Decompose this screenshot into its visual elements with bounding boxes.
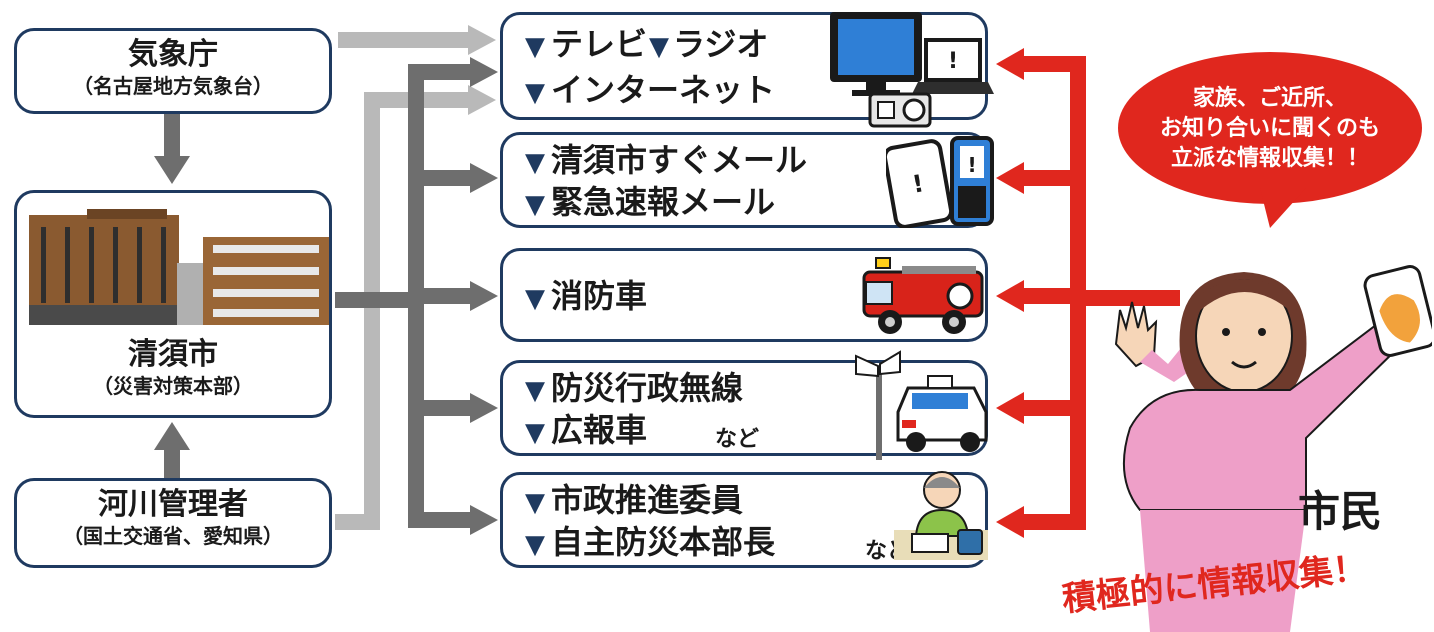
arrowhead-red-media (996, 48, 1024, 80)
person-on-phone-icon (894, 471, 988, 560)
city-title: 清須市 (128, 337, 218, 372)
svg-text:!: ! (967, 153, 976, 177)
arrowhead-radio (470, 393, 498, 423)
arrowhead-red-fire (996, 280, 1024, 312)
arrowhead-fire (470, 281, 498, 311)
channel-fire-truck-label: 消防車 (551, 277, 648, 315)
channel-self-defense-label: 自主防災本部長 (551, 523, 776, 561)
channel-disaster-radio-label: 防災行政無線 (551, 369, 744, 407)
channel-radio-label: ラジオ (673, 25, 769, 63)
media-devices-illustration: ! (830, 12, 994, 128)
arrow-citizen-to-channels (1022, 56, 1086, 530)
svg-text:!: ! (948, 49, 958, 74)
bullet-icon: ▼ (649, 32, 670, 62)
svg-text:!: ! (910, 169, 926, 198)
jma-title: 気象庁 (128, 37, 218, 72)
bullet-icon: ▼ (525, 78, 545, 108)
tv-icon (830, 12, 922, 96)
bullet-icon: ▼ (525, 148, 545, 178)
arrowhead-river-city (154, 422, 190, 450)
bubble-line-3: 立派な情報収集！！ (1170, 146, 1369, 171)
citizen-label: 市民 (1298, 487, 1383, 536)
smartphone-icon: ! (886, 139, 954, 228)
arrowhead-red-radio (996, 392, 1024, 424)
speech-bubble: 家族、ご近所、 お知り合いに聞くのも 立派な情報収集！！ (1120, 84, 1420, 174)
bullet-icon: ▼ (525, 284, 545, 314)
arrow-city-to-channels (408, 64, 470, 528)
channel-city-committee-label: 市政推進委員 (551, 481, 744, 519)
arrowhead-people (470, 505, 498, 535)
river-subtitle: （国土交通省、愛知県） (63, 524, 283, 548)
bullet-icon: ▼ (525, 530, 545, 560)
city-subtitle: （災害対策本部） (93, 374, 253, 398)
bubble-line-1: 家族、ご近所、 (1192, 86, 1347, 111)
phones-illustration: ! ! (886, 136, 994, 228)
source-jma-box: 気象庁 （名古屋地方気象台） (14, 28, 332, 114)
bullet-icon: ▼ (525, 190, 545, 220)
arrowhead-media (470, 57, 498, 87)
fire-truck-icon (862, 257, 984, 334)
bullet-icon: ▼ (525, 376, 545, 406)
citizen-woman-icon (1114, 265, 1432, 632)
mobile-phone-icon: ! (950, 136, 994, 226)
channel-pr-car-label: 広報車 (551, 411, 648, 449)
channel-internet-label: インターネット (551, 71, 776, 109)
arrowhead-mail (470, 163, 498, 193)
channel-tv-label: テレビ (551, 25, 648, 63)
radio-and-car-illustration (855, 350, 988, 460)
arrowhead-red-mail (996, 162, 1024, 194)
bullet-icon: ▼ (525, 32, 545, 62)
arrowhead-jma-media (468, 25, 496, 55)
arrowhead-river-media (468, 85, 496, 115)
bubble-line-2: お知り合いに聞くのも (1159, 116, 1380, 141)
arrowhead-jma-city (154, 156, 190, 184)
arrow-river-to-media (335, 92, 470, 530)
loudspeaker-icon (855, 350, 901, 460)
pr-car-icon (896, 375, 988, 452)
channel-city-mail-label: 清須市すぐメール (551, 141, 808, 179)
river-title: 河川管理者 (98, 487, 248, 522)
speech-bubble-shape (1118, 52, 1422, 228)
bullet-icon: ▼ (525, 488, 545, 518)
channel-radio-note: など (715, 427, 760, 452)
channel-emergency-mail-label: 緊急速報メール (551, 183, 776, 221)
arrowhead-red-people (996, 506, 1024, 538)
laptop-icon: ! (912, 38, 994, 94)
radio-icon (868, 92, 932, 128)
jma-subtitle: （名古屋地方気象台） (73, 74, 273, 98)
source-city-box: 清須市 （災害対策本部） (14, 190, 332, 418)
bullet-icon: ▼ (525, 418, 545, 448)
building-icon (29, 209, 329, 325)
source-river-box: 河川管理者 （国土交通省、愛知県） (14, 478, 332, 568)
